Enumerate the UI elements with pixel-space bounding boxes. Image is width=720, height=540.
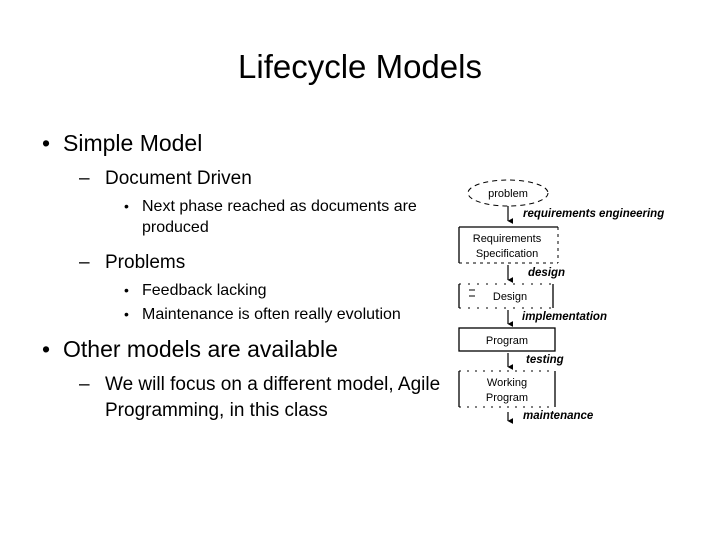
bullet-item-simple-model: • Simple Model	[30, 128, 450, 159]
bullet-item-document-driven: – Document Driven	[30, 166, 450, 192]
bullet-item-feedback-lacking: • Feedback lacking	[30, 280, 450, 301]
bullet-marker: •	[124, 198, 129, 214]
diagram-node-label-line2: Program	[486, 392, 528, 404]
bullet-marker: •	[42, 336, 51, 362]
bullet-text: Document Driven	[105, 168, 252, 189]
bullet-text: Problems	[105, 252, 186, 273]
bullet-marker: –	[79, 374, 90, 395]
bullet-marker: –	[79, 252, 90, 273]
bullet-text: Feedback lacking	[142, 282, 267, 299]
diagram-edge-label: implementation	[522, 311, 607, 323]
diagram-node-label: Design	[493, 291, 527, 303]
bullet-marker: –	[79, 168, 90, 189]
diagram-node-label: Program	[486, 335, 528, 347]
diagram-node-working-program: Working Program	[458, 370, 556, 408]
bullet-list: • Simple Model – Document Driven • Next …	[30, 128, 450, 424]
bullet-item-next-phase: • Next phase reached as documents are pr…	[30, 196, 450, 238]
diagram-edge-label: maintenance	[523, 410, 594, 422]
diagram-edge-label: testing	[526, 354, 564, 366]
diagram-node-program: Program	[458, 327, 556, 352]
bullet-item-maintenance-evolution: • Maintenance is often really evolution	[30, 304, 450, 325]
bullet-item-other-models: • Other models are available	[30, 334, 450, 365]
bullet-item-problems: – Problems	[30, 250, 450, 276]
diagram-edge-maintenance: maintenance	[507, 410, 594, 424]
bullet-text: Other models are available	[63, 336, 338, 362]
diagram-node-problem: problem	[467, 179, 549, 207]
diagram-edge-implementation: implementation	[507, 310, 607, 327]
bullet-marker: •	[42, 130, 51, 156]
box-mark-glyph	[469, 289, 475, 297]
bullet-text: Next phase reached as documents are prod…	[142, 198, 417, 236]
page-title: Lifecycle Models	[238, 48, 482, 85]
diagram-edge-design: design	[507, 265, 565, 283]
diagram-edge-label: design	[528, 267, 565, 279]
diagram-node-label-line1: Working	[487, 377, 527, 389]
diagram-node-label-line2: Specification	[476, 248, 538, 260]
bullet-marker: •	[124, 306, 129, 322]
bullet-text: We will focus on a different model, Agil…	[105, 374, 441, 421]
bullet-marker: •	[124, 282, 129, 298]
ellipse-shape	[467, 179, 549, 207]
diagram-edge-testing: testing	[507, 353, 564, 370]
diagram-edge-requirements-engineering: requirements engineering	[507, 206, 664, 224]
diagram-node-design: Design	[458, 283, 554, 309]
diagram-node-requirements-specification: Requirements Specification	[458, 226, 559, 264]
bullet-text: Simple Model	[63, 130, 203, 156]
diagram-node-label: problem	[488, 188, 528, 200]
diagram-node-label-line1: Requirements	[473, 233, 542, 245]
lifecycle-diagram: problem requirements engineering Require…	[450, 172, 700, 437]
diagram-edge-label: requirements engineering	[523, 208, 664, 220]
bullet-text: Maintenance is often really evolution	[142, 306, 401, 323]
bullet-item-agile-focus: – We will focus on a different model, Ag…	[30, 372, 450, 424]
box-shape	[458, 327, 556, 352]
